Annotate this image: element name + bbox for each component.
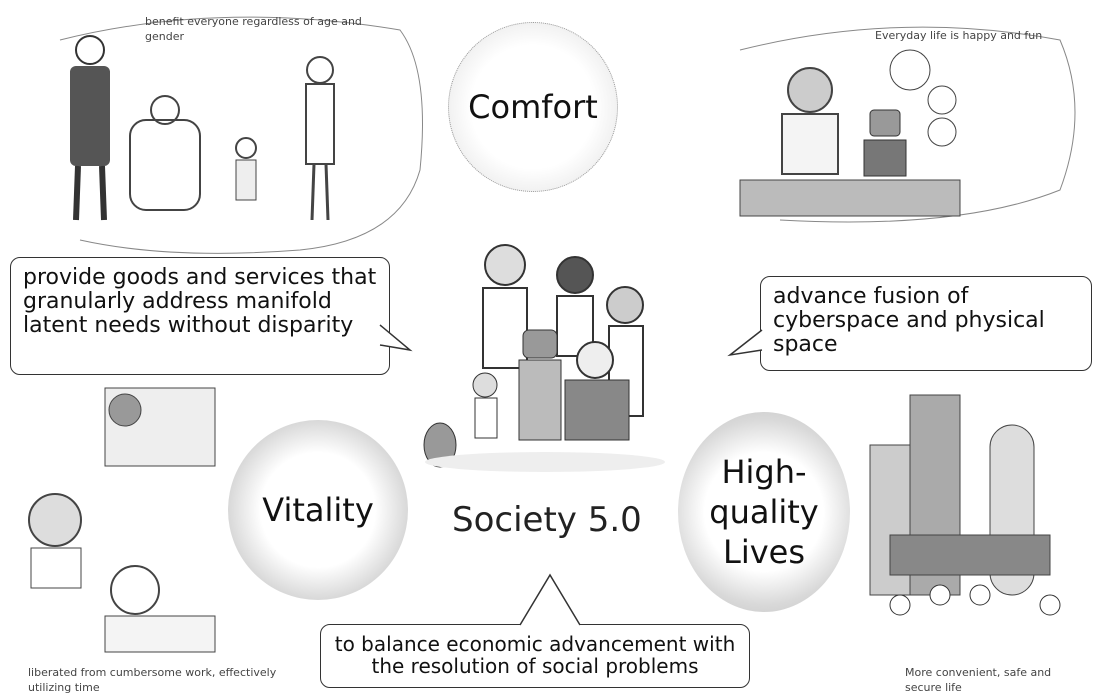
bottom-callout-text: to balance economic advancement with the… [334,632,736,678]
caption-bottom-right: More convenient, safe and secure life [905,666,1052,694]
vitality-label: Vitality [262,491,374,529]
society-label: Society 5.0 [452,500,642,540]
caption-top-right: Everyday life is happy and fun [875,29,1043,42]
right-callout: advance fusion of cyberspace and physica… [760,276,1092,371]
diverse-people-illustration [59,16,423,254]
family-illustration [423,244,665,472]
high-quality-label: High-quality Lives [709,453,819,571]
city-illustration [869,394,1061,616]
left-callout-text: provide goods and services that granular… [23,265,377,338]
caption-top-left: benefit everyone regardless of age and g… [145,15,362,43]
bottom-callout: to balance economic advancement with the… [320,624,750,688]
comfort-label: Comfort [468,88,598,126]
bottom-callout-pointer [519,573,581,626]
comfort-circle: Comfort [448,22,618,192]
left-callout-pointer [379,324,413,352]
liberated-work-illustration [28,387,216,653]
left-callout: provide goods and services that granular… [10,257,390,375]
right-callout-text: advance fusion of cyberspace and physica… [773,284,1045,357]
caption-bottom-left: liberated from cumbersome work, effectiv… [28,666,277,694]
right-callout-pointer [727,329,763,357]
vitality-circle: Vitality [228,420,408,600]
high-quality-circle: High-quality Lives [678,412,850,612]
happy-everyday-illustration [739,26,1076,223]
